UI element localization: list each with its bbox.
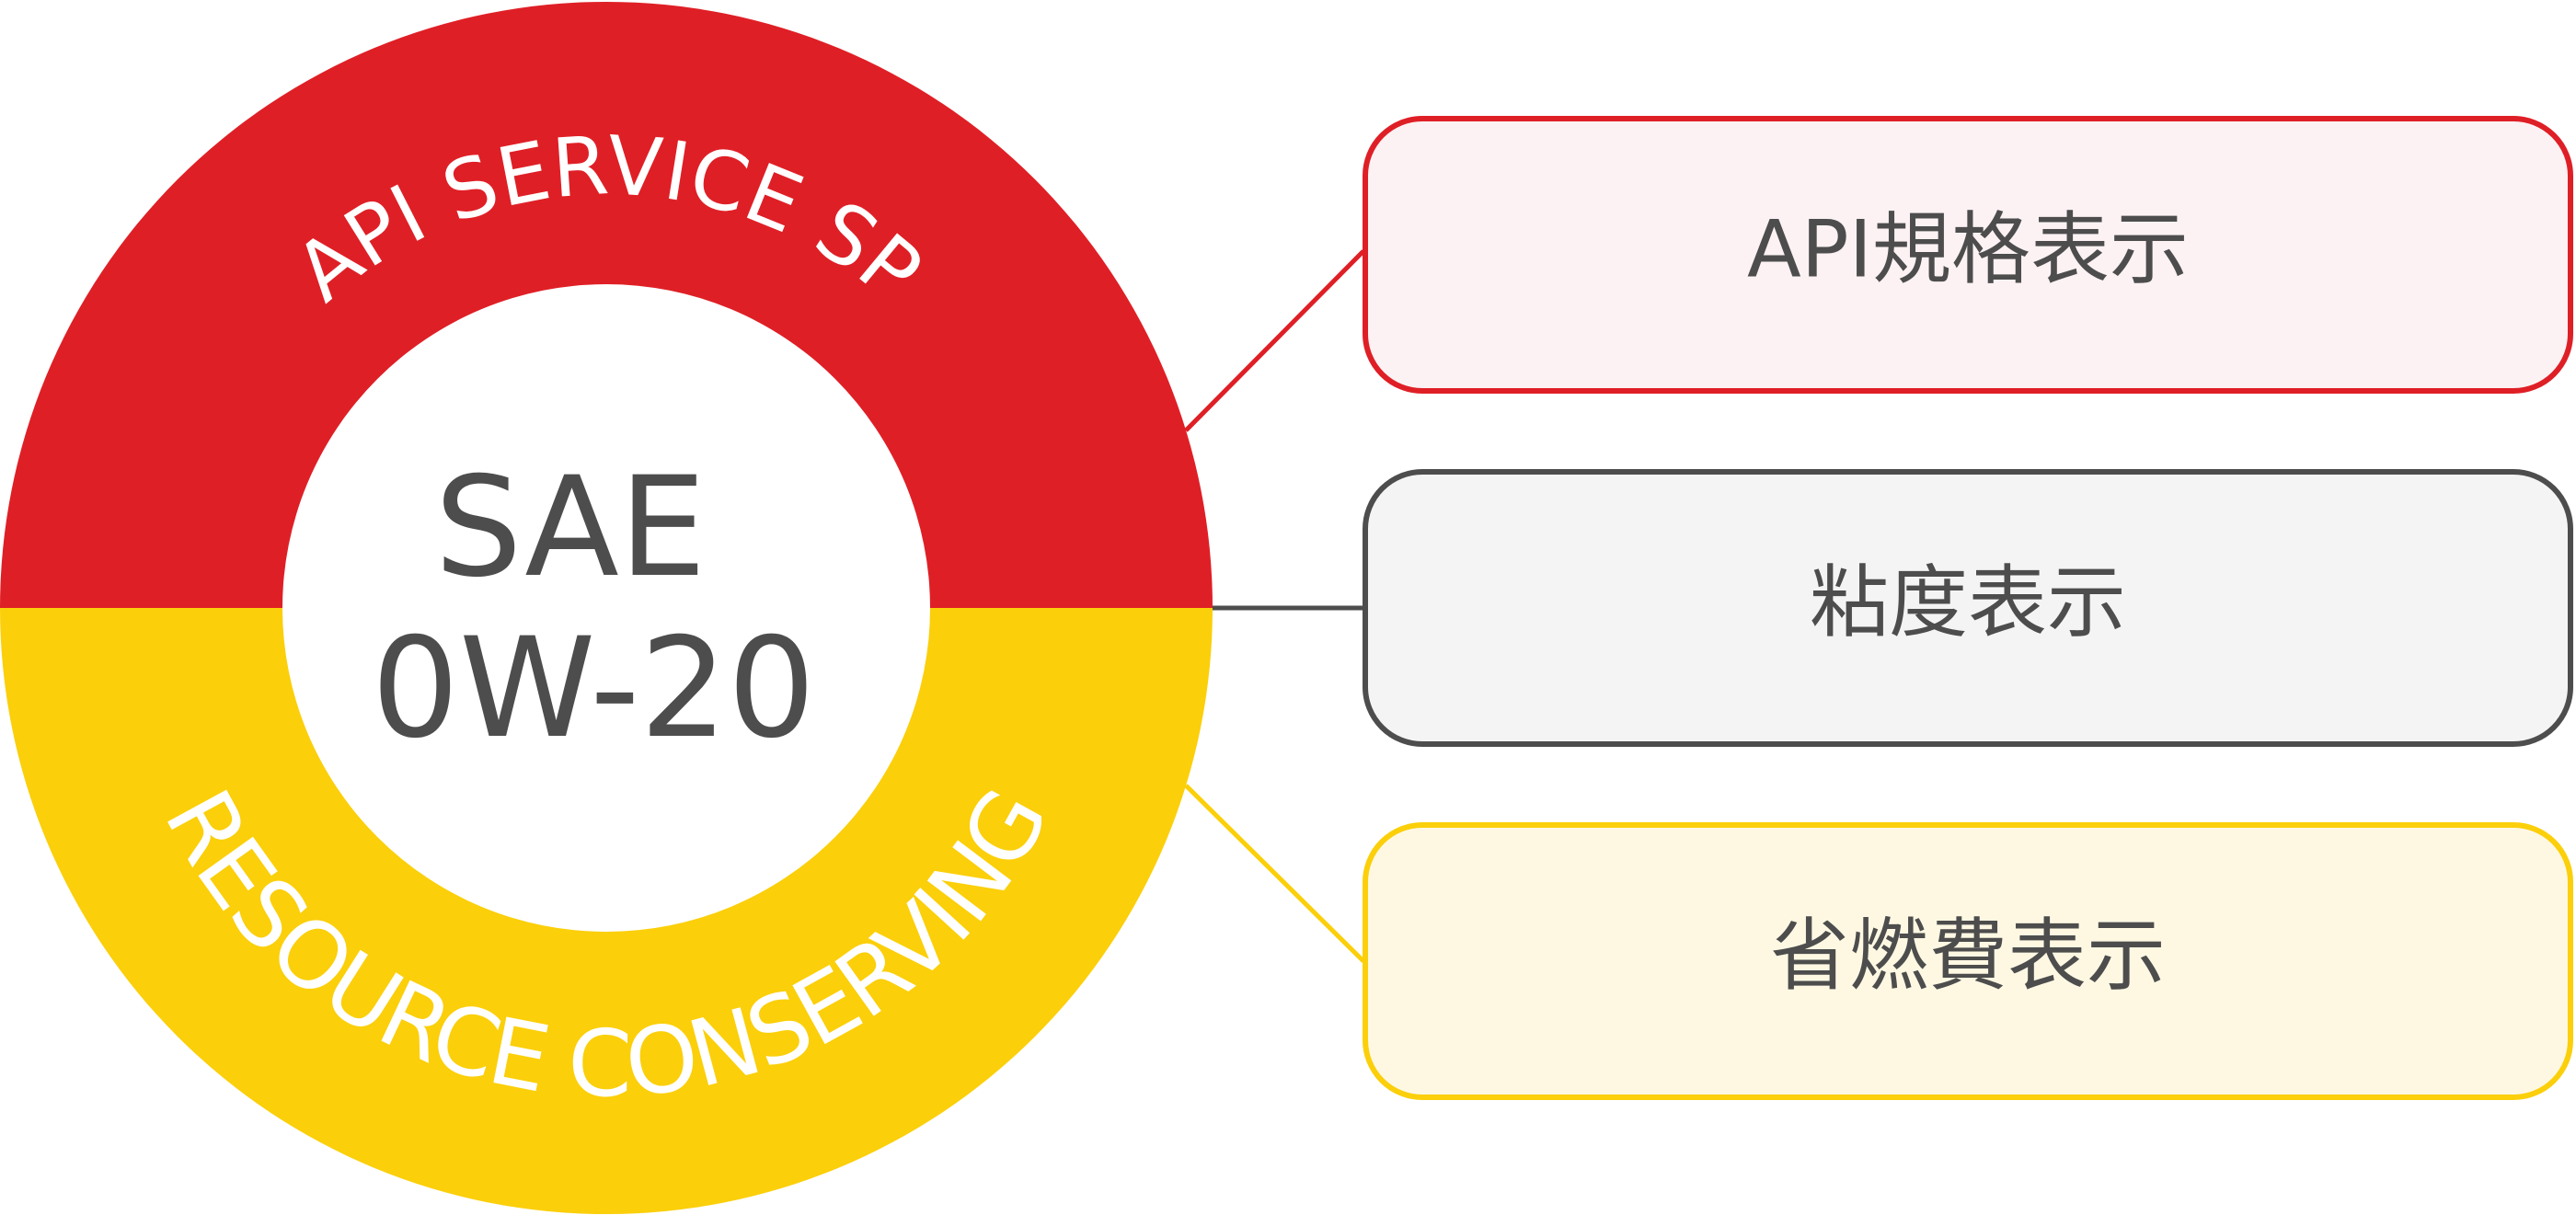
box-viscosity-label: 粘度表示	[1810, 556, 2126, 648]
center-viscosity-text: 0W-20	[372, 609, 816, 769]
box-viscosity: 粘度表示	[1363, 469, 2573, 747]
box-api-standard: API規格表示	[1363, 116, 2573, 394]
box-fuel-economy: 省燃費表示	[1363, 822, 2573, 1100]
connector-line-api	[1184, 249, 1365, 432]
ring-top-half	[0, 2, 1213, 608]
center-sae-text: SAE	[434, 448, 706, 608]
connector-line-fuel	[1184, 784, 1365, 963]
box-fuel-economy-label: 省燃費表示	[1770, 910, 2166, 1002]
ring-bottom-half	[0, 608, 1213, 1214]
box-api-standard-label: API規格表示	[1747, 203, 2189, 295]
